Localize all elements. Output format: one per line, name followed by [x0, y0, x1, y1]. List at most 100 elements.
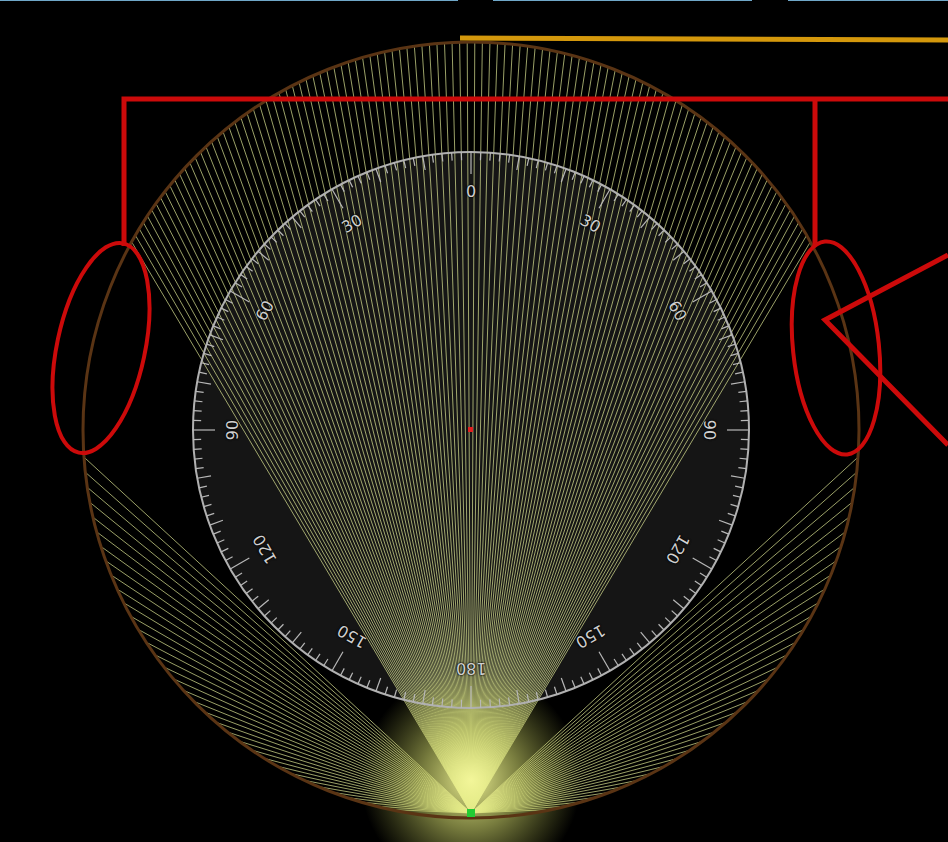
tick-mark	[423, 156, 425, 170]
tick-mark	[292, 217, 301, 228]
tick-mark	[285, 223, 290, 229]
tick-mark	[509, 697, 510, 705]
source-glow	[361, 670, 581, 842]
degree-label: 0	[466, 184, 476, 200]
tick-mark	[659, 624, 665, 630]
tick-mark	[470, 152, 471, 174]
tick-mark	[394, 690, 396, 698]
tick-mark	[451, 153, 453, 161]
tick-mark	[731, 476, 745, 478]
tick-mark	[241, 581, 248, 585]
tick-mark	[733, 495, 741, 497]
tick-mark	[721, 531, 728, 534]
tick-mark	[598, 185, 602, 192]
tick-mark	[740, 400, 748, 402]
tick-mark	[300, 211, 305, 217]
tick-mark	[213, 531, 220, 534]
tick-mark	[324, 659, 328, 666]
top-edge	[0, 0, 458, 1]
tick-mark	[271, 237, 277, 243]
tick-mark	[404, 692, 406, 700]
tick-mark	[545, 163, 547, 171]
tick-mark	[241, 275, 248, 279]
tick-mark	[324, 194, 328, 201]
tick-mark	[196, 468, 204, 469]
tick-mark	[264, 244, 270, 249]
source-dot	[467, 809, 475, 817]
tick-mark	[226, 299, 233, 303]
tick-mark	[731, 353, 739, 355]
tick-mark	[733, 363, 741, 365]
tick-mark	[536, 160, 538, 168]
tick-mark	[554, 687, 556, 695]
tick-mark	[693, 558, 712, 569]
tick-mark	[271, 618, 277, 624]
tick-mark	[367, 172, 370, 179]
tick-mark	[413, 158, 415, 166]
tick-mark	[235, 573, 242, 577]
outer-circle	[83, 42, 859, 818]
tick-mark	[731, 382, 745, 384]
tick-mark	[340, 668, 344, 675]
tick-mark	[221, 308, 228, 312]
tick-mark	[197, 382, 211, 384]
tick-mark	[489, 699, 491, 707]
tick-mark	[721, 326, 728, 329]
tick-mark	[210, 335, 223, 340]
tick-mark	[728, 344, 736, 346]
center-dot	[468, 427, 473, 432]
tick-mark	[689, 267, 695, 272]
tick-mark	[404, 160, 406, 168]
protractor-disc	[193, 152, 749, 708]
tick-mark	[358, 677, 361, 684]
tick-mark	[432, 155, 433, 163]
tick-mark	[614, 659, 618, 666]
tick-mark	[195, 458, 203, 460]
tick-mark	[718, 317, 725, 320]
tick-mark	[308, 205, 313, 211]
tick-mark	[235, 283, 242, 287]
tick-mark	[527, 694, 529, 702]
tick-mark	[700, 573, 707, 577]
tick-mark	[470, 686, 471, 708]
tick-mark	[201, 495, 209, 497]
tick-mark	[599, 652, 610, 671]
tick-mark	[719, 520, 732, 525]
tick-mark	[517, 156, 519, 170]
tick-mark	[630, 205, 635, 211]
tick-mark	[740, 410, 748, 412]
degree-label: 180	[456, 660, 487, 676]
tick-mark	[376, 169, 381, 182]
tick-mark	[340, 185, 344, 192]
tick-mark	[684, 596, 690, 601]
red-ellipse	[36, 234, 167, 462]
tick-mark	[545, 690, 547, 698]
tick-mark	[598, 668, 602, 675]
tick-mark	[673, 600, 684, 609]
tick-mark	[194, 410, 202, 412]
tick-mark	[581, 176, 584, 183]
tick-mark	[637, 211, 642, 217]
tick-mark	[252, 259, 258, 264]
tick-mark	[527, 158, 529, 166]
tick-mark	[728, 513, 736, 515]
tick-mark	[193, 439, 201, 440]
tick-mark	[217, 540, 224, 543]
tick-mark	[689, 589, 695, 594]
tick-mark	[230, 291, 249, 302]
tick-mark	[316, 200, 320, 207]
tick-mark	[718, 540, 725, 543]
tick-mark	[693, 291, 712, 302]
tick-mark	[672, 611, 678, 616]
tick-mark	[673, 251, 684, 260]
tick-mark	[695, 581, 702, 585]
tick-mark	[432, 697, 433, 705]
tick-mark	[695, 275, 702, 279]
tick-mark	[451, 699, 453, 707]
tick-mark	[672, 244, 678, 249]
tick-mark	[709, 299, 716, 303]
tick-mark	[207, 513, 215, 515]
tick-mark	[349, 180, 353, 187]
tick-mark	[572, 172, 575, 179]
tick-mark	[258, 251, 269, 260]
